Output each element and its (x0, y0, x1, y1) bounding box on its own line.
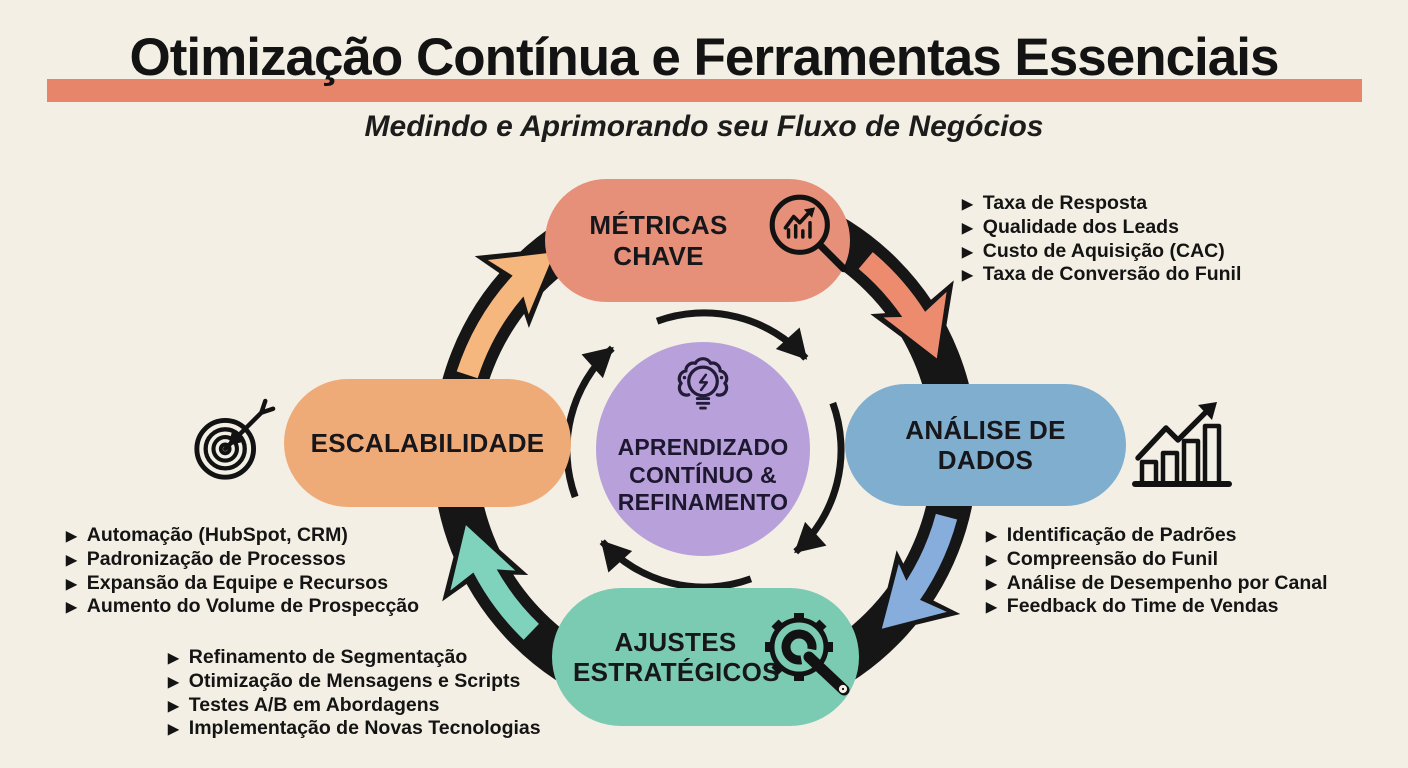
list-item: ▶ Otimização de Mensagens e Scripts (168, 670, 541, 694)
node-metricas-chave-label: MÉTRICAS CHAVE (589, 210, 728, 271)
list-item-text: Identificação de Padrões (1006, 524, 1237, 546)
list-item-text: Otimização de Mensagens e Scripts (188, 669, 521, 692)
inner-cycle-arrows-icon (563, 309, 845, 591)
list-item: ▶ Refinamento de Segmentação (168, 646, 541, 670)
list-item: ▶ Taxa de Resposta (962, 192, 1241, 216)
bullet-arrow-icon: ▶ (962, 266, 973, 283)
center-node-label: APRENDIZADO CONTÍNUO & REFINAMENTO (617, 434, 789, 516)
brain-bulb-icon (677, 357, 729, 410)
bullet-arrow-icon: ▶ (168, 720, 179, 737)
arrow-metricas-to-analise-icon (858, 252, 954, 366)
growth-bar-chart-icon (1132, 398, 1232, 490)
list-item-text: Automação (HubSpot, CRM) (86, 524, 348, 546)
magnifier-chart-icon (762, 188, 859, 285)
node-analise-de-dados-label: ANÁLISE DE DADOS (905, 414, 1066, 475)
list-item-text: Análise de Desempenho por Canal (1006, 571, 1328, 594)
node-escalabilidade-label: ESCALABILIDADE (310, 427, 545, 458)
list-item: ▶ Identificação de Padrões (986, 524, 1328, 548)
list-item: ▶ Taxa de Conversão do Funil (962, 263, 1241, 287)
header: Otimização Contínua e Ferramentas Essenc… (0, 30, 1408, 86)
metricas-chave-list: ▶ Taxa de Resposta ▶ Qualidade dos Leads… (962, 192, 1241, 287)
list-item: ▶ Análise de Desempenho por Canal (986, 572, 1328, 596)
bullet-arrow-icon: ▶ (168, 673, 179, 690)
bullet-arrow-icon: ▶ (66, 551, 77, 568)
bullet-arrow-icon: ▶ (962, 243, 973, 260)
list-item-text: Taxa de Conversão do Funil (982, 263, 1242, 286)
list-item: ▶ Testes A/B em Abordagens (168, 694, 541, 718)
analise-de-dados-list: ▶ Identificação de Padrões ▶ Compreensão… (986, 524, 1328, 619)
center-node-aprendizado: APRENDIZADO CONTÍNUO & REFINAMENTO (596, 342, 810, 556)
list-item-text: Taxa de Resposta (982, 192, 1148, 214)
bullet-arrow-icon: ▶ (962, 219, 973, 236)
list-item-text: Feedback do Time de Vendas (1006, 595, 1279, 618)
list-item-text: Qualidade dos Leads (982, 215, 1179, 238)
node-analise-de-dados: ANÁLISE DE DADOS (845, 384, 1126, 506)
node-escalabilidade: ESCALABILIDADE (284, 379, 571, 507)
list-item: ▶ Padronização de Processos (66, 548, 419, 572)
list-item-text: Padronização de Processos (86, 547, 346, 570)
bullet-arrow-icon: ▶ (168, 649, 179, 666)
node-ajustes-estrategicos-label: AJUSTES ESTRATÉGICOS (573, 626, 780, 687)
bullet-arrow-icon: ▶ (962, 195, 973, 212)
bullet-arrow-icon: ▶ (986, 575, 997, 592)
node-ajustes-estrategicos: AJUSTES ESTRATÉGICOS (552, 588, 859, 726)
bullet-arrow-icon: ▶ (66, 598, 77, 615)
arrow-escalabilidade-to-metricas-icon (456, 247, 561, 379)
list-item-text: Expansão da Equipe e Recursos (86, 571, 389, 594)
ajustes-estrategicos-list: ▶ Refinamento de Segmentação ▶ Otimizaçã… (168, 646, 541, 741)
list-item: ▶ Automação (HubSpot, CRM) (66, 524, 419, 548)
bullet-arrow-icon: ▶ (66, 575, 77, 592)
gear-wrench-icon (762, 612, 862, 707)
bullet-arrow-icon: ▶ (986, 598, 997, 615)
list-item-text: Testes A/B em Abordagens (188, 693, 440, 716)
list-item: ▶ Qualidade dos Leads (962, 216, 1241, 240)
bullet-arrow-icon: ▶ (168, 697, 179, 714)
page-subtitle: Medindo e Aprimorando seu Fluxo de Negóc… (364, 110, 1044, 143)
bullet-arrow-icon: ▶ (986, 551, 997, 568)
list-item: ▶ Implementação de Novas Tecnologias (168, 717, 541, 741)
list-item-text: Refinamento de Segmentação (188, 646, 468, 668)
list-item-text: Compreensão do Funil (1006, 547, 1219, 570)
list-item: ▶ Aumento do Volume de Prospecção (66, 595, 419, 619)
list-item: ▶ Expansão da Equipe e Recursos (66, 572, 419, 596)
list-item-text: Implementação de Novas Tecnologias (188, 717, 541, 740)
list-item-text: Custo de Aquisição (CAC) (982, 239, 1225, 262)
escalabilidade-list: ▶ Automação (HubSpot, CRM) ▶ Padronizaçã… (66, 524, 419, 619)
title-highlight-bar (47, 79, 1362, 102)
list-item: ▶ Compreensão do Funil (986, 548, 1328, 572)
bullet-arrow-icon: ▶ (986, 527, 997, 544)
list-item-text: Aumento do Volume de Prospecção (86, 595, 420, 618)
bullet-arrow-icon: ▶ (66, 527, 77, 544)
page-title: Otimização Contínua e Ferramentas Essenc… (129, 28, 1280, 87)
target-arrow-icon (190, 398, 278, 486)
arrow-ajustes-to-escalabilidade-icon (442, 517, 540, 640)
list-item: ▶ Custo de Aquisição (CAC) (962, 240, 1241, 264)
list-item: ▶ Feedback do Time de Vendas (986, 595, 1328, 619)
arrow-analise-to-ajustes-icon (876, 513, 961, 635)
